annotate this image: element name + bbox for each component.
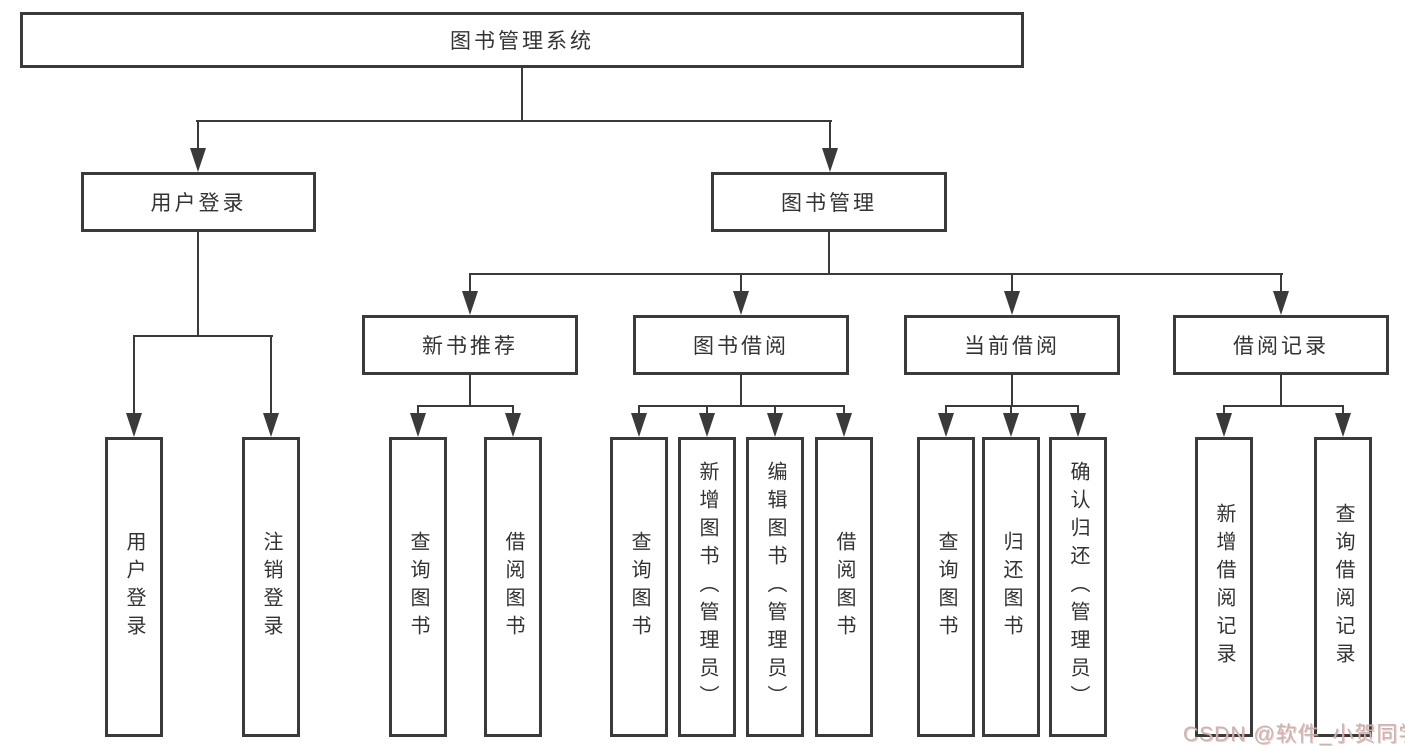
node-new-book-recommend: 新书推荐 bbox=[362, 315, 578, 375]
connector-stem-leaf bbox=[1223, 405, 1225, 415]
connector-stem-book-borrow bbox=[740, 273, 742, 293]
arrowhead-icon bbox=[836, 413, 852, 437]
leaf-cb-return-book: 归还图书 bbox=[982, 437, 1040, 737]
leaf-bb-borrow-book: 借阅图书 bbox=[815, 437, 873, 737]
connector-root-stem bbox=[521, 68, 523, 121]
arrowhead-icon bbox=[1003, 413, 1019, 437]
connector-stem-leaf bbox=[417, 405, 419, 415]
connector-stem-user-login bbox=[197, 120, 199, 150]
connector-stem-leaf bbox=[1342, 405, 1344, 415]
connector-stem-current-borrow bbox=[1011, 273, 1013, 293]
node-current-borrow: 当前借阅 bbox=[904, 315, 1120, 375]
connector-book-mgmt-bus bbox=[469, 273, 1283, 275]
connector-stem-book-mgmt bbox=[829, 120, 831, 150]
arrowhead-icon bbox=[1273, 291, 1289, 315]
connector-stem-leaf bbox=[512, 405, 514, 415]
connector-bus-new-book bbox=[417, 405, 514, 407]
arrowhead-icon bbox=[410, 413, 426, 437]
arrowhead-icon bbox=[1070, 413, 1086, 437]
connector-stem bbox=[1011, 375, 1013, 406]
arrowhead-icon bbox=[462, 291, 478, 315]
connector-bus-book-borrow bbox=[638, 405, 845, 407]
arrowhead-icon bbox=[126, 413, 142, 437]
leaf-user-login: 用户登录 bbox=[105, 437, 163, 737]
leaf-br-add-record: 新增借阅记录 bbox=[1195, 437, 1253, 737]
connector-stem-leaf bbox=[133, 335, 135, 415]
arrowhead-icon bbox=[1216, 413, 1232, 437]
connector-stem-leaf bbox=[270, 335, 272, 415]
connector-stem-leaf bbox=[638, 405, 640, 415]
connector-root-bus bbox=[196, 120, 832, 122]
leaf-logout: 注销登录 bbox=[242, 437, 300, 737]
arrowhead-icon bbox=[822, 148, 838, 172]
arrowhead-icon bbox=[505, 413, 521, 437]
leaf-cb-confirm-return-admin: 确认归还（管理员） bbox=[1049, 437, 1107, 737]
node-borrow-record: 借阅记录 bbox=[1173, 315, 1389, 375]
node-root: 图书管理系统 bbox=[20, 12, 1024, 68]
connector-stem-leaf bbox=[1010, 405, 1012, 415]
leaf-nb-query-book: 查询图书 bbox=[389, 437, 447, 737]
arrowhead-icon bbox=[1004, 291, 1020, 315]
leaf-bb-edit-book-admin: 编辑图书（管理员） bbox=[746, 437, 804, 737]
connector-stem bbox=[1280, 375, 1282, 406]
node-book-mgmt: 图书管理 bbox=[711, 172, 947, 232]
arrowhead-icon bbox=[699, 413, 715, 437]
connector-bus-current-borrow bbox=[945, 405, 1079, 407]
connector-stem-leaf bbox=[706, 405, 708, 415]
connector-stem-leaf bbox=[945, 405, 947, 415]
connector-stem-borrow-record bbox=[1280, 273, 1282, 293]
connector-stem-new-book bbox=[469, 273, 471, 293]
arrowhead-icon bbox=[733, 291, 749, 315]
arrowhead-icon bbox=[767, 413, 783, 437]
leaf-bb-add-book-admin: 新增图书（管理员） bbox=[678, 437, 736, 737]
connector-stem-leaf bbox=[1077, 405, 1079, 415]
connector-stem-leaf bbox=[774, 405, 776, 415]
connector-stem bbox=[469, 375, 471, 406]
arrowhead-icon bbox=[631, 413, 647, 437]
csdn-watermark: CSDN @软件_小贺同学 bbox=[1183, 723, 1405, 746]
node-book-borrow: 图书借阅 bbox=[633, 315, 849, 375]
arrowhead-icon bbox=[938, 413, 954, 437]
connector-book-mgmt-stem bbox=[828, 232, 830, 274]
arrowhead-icon bbox=[190, 148, 206, 172]
leaf-nb-borrow-book: 借阅图书 bbox=[484, 437, 542, 737]
leaf-bb-query-book: 查询图书 bbox=[610, 437, 668, 737]
leaf-br-query-record: 查询借阅记录 bbox=[1314, 437, 1372, 737]
connector-user-login-stem bbox=[197, 232, 199, 336]
leaf-cb-query-book: 查询图书 bbox=[917, 437, 975, 737]
connector-bus-borrow-record bbox=[1223, 405, 1344, 407]
connector-stem bbox=[740, 375, 742, 406]
node-user-login: 用户登录 bbox=[81, 172, 316, 232]
arrowhead-icon bbox=[1335, 413, 1351, 437]
connector-stem-leaf bbox=[843, 405, 845, 415]
connector-user-login-bus bbox=[133, 335, 273, 337]
arrowhead-icon bbox=[263, 413, 279, 437]
